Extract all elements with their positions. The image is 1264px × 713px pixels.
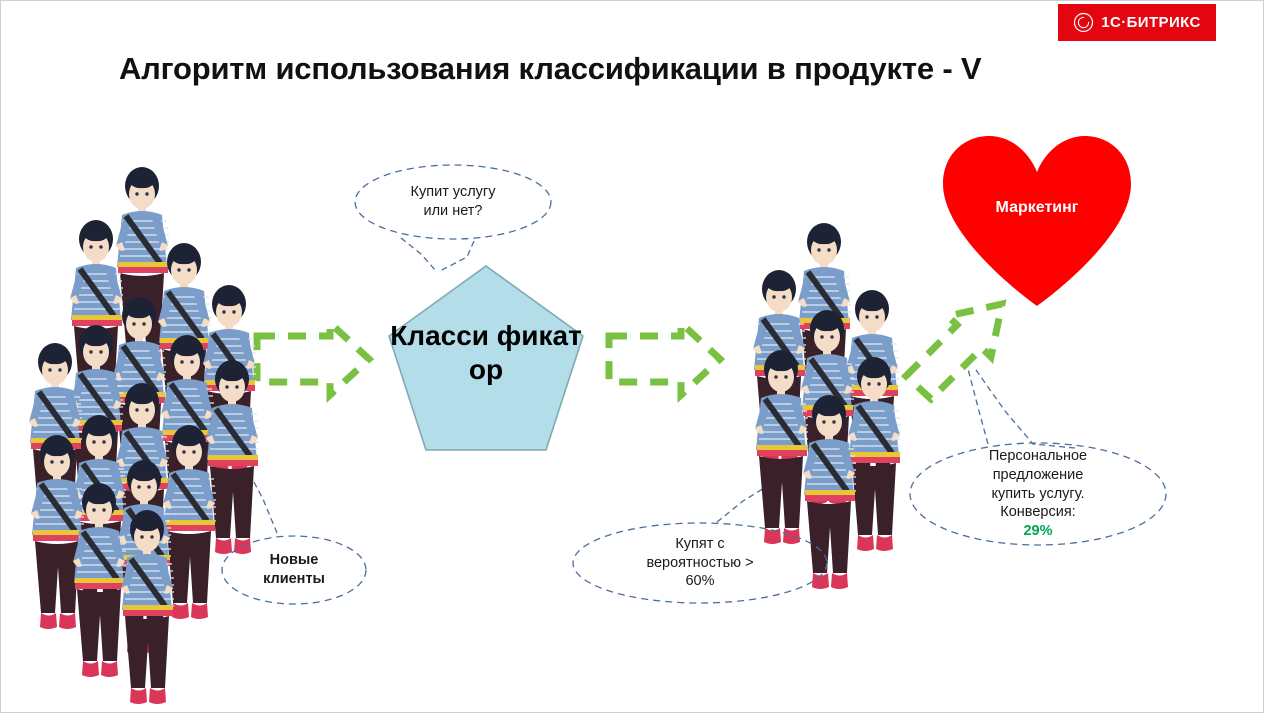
callout-new-clients: Новые клиенты [220,534,368,606]
bitrix-logo-text: 1C·БИТРИКС [1101,14,1201,31]
person-figure [151,421,227,636]
person-figure [836,353,912,568]
page-title: Алгоритм использования классификации в п… [119,51,982,86]
arrow-segment-to-marketing [900,299,1007,404]
person-figure [61,479,137,694]
classifier-pentagon [388,265,584,451]
bitrix-logo: 1C·БИТРИКС [1058,4,1216,41]
person-figure [194,356,270,571]
arrow-crowd-to-classifier [253,315,375,403]
person-figure [743,346,819,561]
callout-question: Купит услугу или нет? [353,163,553,241]
callout-personal-offer: Персональное предложение купить услугу. … [908,441,1168,547]
callout-probability: Купят с вероятностью > 60% [571,521,829,605]
bitrix-b-icon [1073,12,1094,33]
person-figure [791,391,867,606]
leader-line-offer [967,368,1076,449]
arrow-classifier-to-segment [605,315,726,403]
marketing-heart [943,136,1131,306]
person-figure [19,431,95,646]
person-figure [109,506,185,712]
